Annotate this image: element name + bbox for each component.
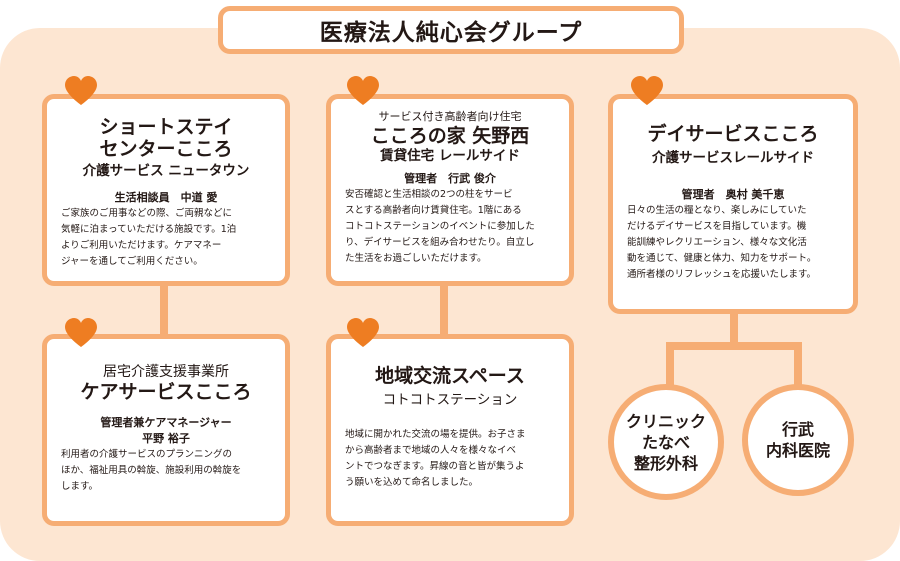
card-dayservice: デイサービスこころ 介護サービスレールサイド 管理者 奥村 美千恵 日々の生活の… — [608, 94, 858, 314]
card-careservice: 居宅介護支援事業所 ケアサービスこころ 管理者兼ケアマネージャー 平野 裕子 利… — [42, 334, 290, 526]
connector-tanabe — [666, 342, 674, 392]
care-name: ケアサービスこころ — [80, 381, 252, 403]
shortstay-person: 生活相談員 中道 愛 — [114, 191, 218, 204]
home-name: こころの家 矢野西 — [370, 125, 530, 147]
heart-icon — [65, 318, 97, 347]
space-desc-line: 地域に開かれた交流の場を提供。お子さま — [345, 429, 526, 440]
heart-icon — [347, 76, 379, 105]
card-home: サービス付き高齢者向け住宅 こころの家 矢野西 賃貸住宅 レールサイド 管理者 … — [326, 94, 574, 286]
space-desc: 地域に開かれた交流の場を提供。お子さま から高齢者まで地域の人々を様々なイベ ン… — [341, 427, 559, 491]
clinic-tanabe-circle: クリニック たなべ 整形外科 — [608, 384, 724, 500]
heart-icon — [347, 318, 379, 347]
connector-day-vertical — [730, 310, 738, 348]
shortstay-desc-line: ジャーを通してご利用ください。 — [61, 256, 203, 267]
day-desc-line: 能訓練やレクリエーション、様々な文化活 — [627, 237, 807, 248]
shortstay-desc-line: 気軽に泊まっていただける施設です。1泊 — [61, 224, 237, 235]
shortstay-name-line1: ショートステイ — [99, 116, 233, 138]
space-name: 地域交流スペース — [375, 365, 525, 387]
care-desc-line: ほか、福祉用具の斡旋、施設利用の斡旋を — [61, 465, 242, 476]
day-desc-line: 動を通じて、健康と体力、知力をサポート。 — [627, 253, 817, 264]
card-shortstay: ショートステイ センターこころ 介護サービス ニュータウン 生活相談員 中道 愛… — [42, 94, 290, 286]
heart-icon — [65, 76, 97, 105]
home-desc-line: コトコトステーションのイベントに参加した — [345, 221, 535, 232]
clinic-tanabe-line: クリニック — [625, 411, 706, 431]
shortstay-desc-line: ご家族のご用事などの際、ご両親などに — [61, 208, 233, 219]
connector-yukitake — [794, 342, 802, 392]
space-desc-line: う願いを込めて命名しました。 — [345, 477, 479, 488]
clinic-tanabe-line: たなべ — [641, 432, 690, 452]
clinic-yukitake-line: 行武 — [781, 420, 814, 439]
day-desc: 日々の生活の糧となり、楽しみにしていた だけるデイサービスを目指しています。機 … — [623, 203, 843, 283]
home-pre: サービス付き高齢者向け住宅 — [378, 110, 522, 123]
home-subtitle: 賃貸住宅 レールサイド — [380, 148, 520, 164]
care-pre: 居宅介護支援事業所 — [103, 364, 229, 380]
home-desc-line: り、デイサービスを組み合わせたり。自立し — [345, 237, 535, 248]
group-title: 医療法人純心会グループ — [218, 6, 684, 54]
card-community-space: 地域交流スペース コトコトステーション 地域に開かれた交流の場を提供。お子さま … — [326, 334, 574, 526]
care-desc-line: 利用者の介護サービスのプランニングの — [61, 449, 233, 460]
shortstay-name-line2: センターこころ — [99, 138, 233, 160]
shortstay-desc-line: よりご利用いただけます。ケアマネー — [61, 240, 222, 251]
shortstay-desc: ご家族のご用事などの際、ご両親などに 気軽に泊まっていただける施設です。1泊 よ… — [57, 206, 275, 270]
clinic-yukitake-line: 内科医院 — [765, 441, 830, 460]
home-desc-line: スとする高齢者向け賃貸住宅。1階にある — [345, 205, 522, 216]
day-name: デイサービスこころ — [647, 123, 819, 145]
day-desc-line: 通所者様のリフレッシュを応援いたします。 — [627, 269, 817, 280]
shortstay-subtitle: 介護サービス ニュータウン — [82, 163, 250, 179]
clinic-tanabe-line: 整形外科 — [633, 453, 698, 473]
home-desc: 安否確認と生活相談の2つの柱をサービ スとする高齢者向け賃貸住宅。1階にある コ… — [341, 187, 559, 267]
home-desc-line: た生活をお過ごしいただけます。 — [345, 253, 487, 264]
day-subtitle: 介護サービスレールサイド — [652, 150, 814, 166]
clinic-yukitake-circle: 行武 内科医院 — [742, 384, 854, 496]
day-desc-line: だけるデイサービスを目指しています。機 — [627, 221, 807, 232]
space-desc-line: から高齢者まで地域の人々を様々なイベ — [345, 445, 517, 456]
care-desc-line: します。 — [61, 481, 99, 492]
connector-day-horizontal — [666, 342, 802, 350]
day-desc-line: 日々の生活の糧となり、楽しみにしていた — [627, 205, 807, 216]
space-subtitle: コトコトステーション — [382, 392, 518, 408]
space-desc-line: ントでつなぎます。昇線の音と皆が集うよ — [345, 461, 525, 472]
connector-home-space — [440, 282, 448, 338]
connector-shortstay-care — [160, 282, 168, 338]
care-person-role: 管理者兼ケアマネージャー — [100, 416, 232, 429]
care-person-name: 平野 裕子 — [142, 432, 190, 445]
day-person: 管理者 奥村 美千恵 — [681, 188, 785, 201]
care-desc: 利用者の介護サービスのプランニングの ほか、福祉用具の斡旋、施設利用の斡旋を し… — [57, 447, 275, 495]
home-desc-line: 安否確認と生活相談の2つの柱をサービ — [345, 189, 513, 200]
home-person: 管理者 行武 俊介 — [404, 172, 496, 185]
heart-icon — [631, 76, 663, 105]
